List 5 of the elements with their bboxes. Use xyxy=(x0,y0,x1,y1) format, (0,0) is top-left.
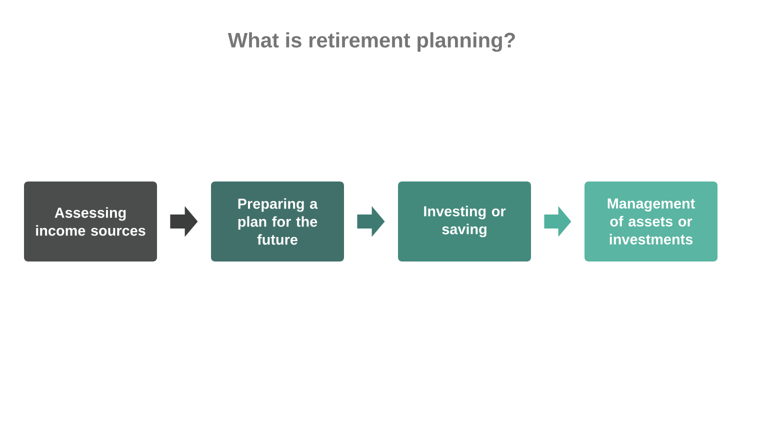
process-box: Preparing a plan for the future xyxy=(211,182,344,262)
title: What is retirement planning? xyxy=(228,32,515,52)
process-box: Management of assets or investments xyxy=(584,182,718,262)
process-box: Assessing income sources xyxy=(24,182,157,262)
process-box: Investing or saving xyxy=(398,182,531,262)
